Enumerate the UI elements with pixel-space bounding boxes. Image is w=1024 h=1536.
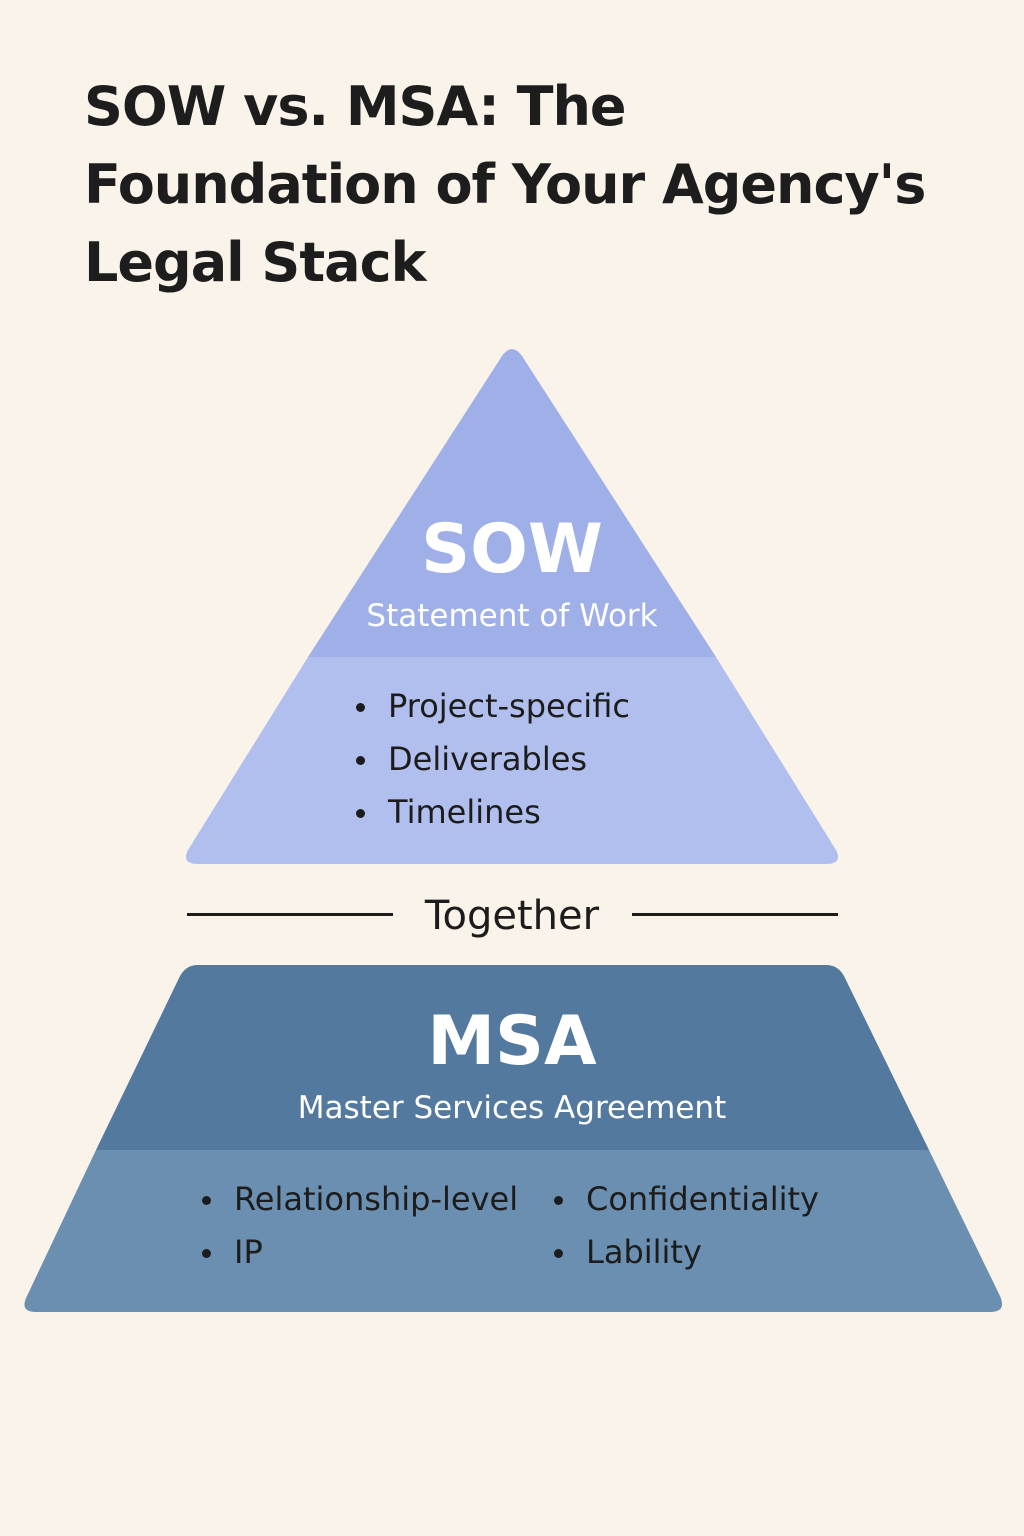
sow-triangle-bottom-band [185,657,839,864]
list-item: Relationship-level [200,1173,518,1226]
msa-full-name: Master Services Agreement [297,1090,727,1126]
connector-label: Together [424,893,600,939]
msa-abbreviation: MSA [427,1002,597,1081]
list-item: Deliverables [354,733,630,786]
list-item: Confidentiality [552,1173,819,1226]
sow-abbreviation: SOW [421,510,603,589]
connector-line-right [632,913,838,916]
msa-trapezoid-bottom-band [24,1150,1003,1312]
list-item: Timelines [354,786,630,839]
msa-trapezoid-top-band [96,965,929,1150]
sow-bullet-list: Project-specific Deliverables Timelines [354,680,630,839]
sow-full-name: Statement of Work [366,598,658,634]
list-item: Lability [552,1226,819,1279]
list-item: IP [200,1226,518,1279]
sow-triangle [185,349,839,864]
msa-trapezoid [24,965,1003,1312]
connector-line-left [187,913,393,916]
page-title: SOW vs. MSA: The Foundation of Your Agen… [84,75,926,294]
msa-bullet-list-left: Relationship-level IP [200,1173,518,1279]
msa-bullet-list-right: Confidentiality Lability [552,1173,819,1279]
list-item: Project-specific [354,680,630,733]
sow-triangle-top-band [308,349,716,657]
